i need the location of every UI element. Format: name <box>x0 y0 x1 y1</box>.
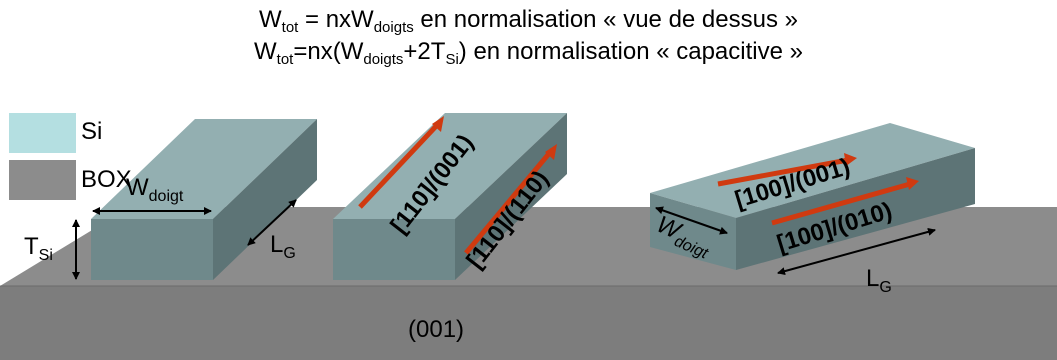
fin-1: Wdoigt TSi LG <box>24 119 317 280</box>
eq1-w: W <box>259 6 282 33</box>
fin2-top-arrowhead <box>432 116 444 132</box>
fin3-top-arrow <box>717 157 849 187</box>
eq2-mid-sub: doigts <box>363 51 404 68</box>
equation-line-1: Wtot = nxWdoigts en normalisation « vue … <box>0 6 1057 36</box>
legend-swatch-si <box>9 113 76 153</box>
fin1-width-label: Wdoigt <box>126 174 184 205</box>
fin1-length-arrow <box>247 199 297 246</box>
eq2-mid: =nx(W <box>293 38 364 65</box>
equation-line-2: Wtot=nx(Wdoigts+2TSi) en normalisation «… <box>0 38 1057 68</box>
fin2-front <box>333 219 455 280</box>
legend-swatch-box <box>9 160 76 200</box>
fin1-height-label: TSi <box>24 233 53 264</box>
fin3-side-arrow <box>771 181 911 226</box>
fin2-top <box>333 113 567 219</box>
fin1-top <box>91 119 317 219</box>
eq2-w-sub: tot <box>276 51 294 68</box>
fin3-length-label: LG <box>866 265 892 296</box>
fin3-length-arrow <box>777 227 936 276</box>
eq2-plus: +2T <box>403 38 446 65</box>
legend-label-box: BOX <box>81 166 132 193</box>
eq1-rest: en normalisation « vue de dessus » <box>413 6 798 33</box>
fin3-width-arrow <box>655 206 728 235</box>
fin1-length-label: LG <box>270 231 296 262</box>
box-substrate-front <box>0 286 1057 360</box>
fin3-side-arrowhead <box>906 177 919 190</box>
fin2-side-arrowhead <box>545 144 557 160</box>
eq2-plus-sub: Si <box>445 51 459 68</box>
eq2-rest: ) en normalisation « capacitive » <box>458 38 803 65</box>
eq1-w-sub: tot <box>281 19 299 36</box>
substrate-orientation-label: (001) <box>408 316 464 343</box>
eq1-mid-sub: doigts <box>373 19 414 36</box>
eq2-w: W <box>254 38 277 65</box>
fin1-front <box>91 219 213 280</box>
fin3-top <box>650 123 975 218</box>
fin3-top-arrowhead <box>844 153 857 166</box>
legend-label-si: Si <box>81 118 103 145</box>
fin2-side-arrow <box>464 148 554 255</box>
fin2-top-arrow <box>358 120 442 209</box>
eq1-mid: = nxW <box>298 6 374 33</box>
